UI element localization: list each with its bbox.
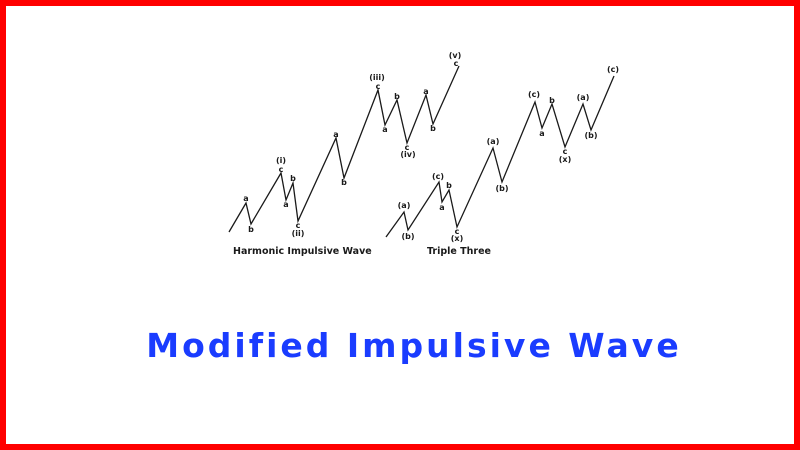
caption-harmonic-impulsive-wave: Harmonic Impulsive Wave <box>233 246 372 257</box>
wave-label: a <box>333 130 338 139</box>
wave-label: (b) <box>495 184 508 193</box>
wave-label: b <box>549 96 555 105</box>
wave-label: c <box>296 221 301 230</box>
wave-label: a <box>539 129 544 138</box>
caption-triple-three: Triple Three <box>427 246 491 257</box>
wave-label: (i) <box>276 156 286 165</box>
wave-label: c <box>455 227 460 236</box>
wave-label: c <box>279 165 284 174</box>
wave-label: (b) <box>584 131 597 140</box>
wave-label: c <box>376 82 381 91</box>
wave-label: (c) <box>607 65 619 74</box>
triple-three-line <box>385 75 615 238</box>
wave-label: c <box>454 59 459 68</box>
wave-label: b <box>430 124 436 133</box>
wave-label: (x) <box>451 234 463 243</box>
wave-label: c <box>405 143 410 152</box>
wave-label: (iv) <box>400 150 415 159</box>
wave-label: (x) <box>559 155 571 164</box>
wave-label: a <box>382 125 387 134</box>
wave-label: a <box>243 194 248 203</box>
wave-label: (a) <box>577 93 590 102</box>
wave-label: b <box>341 178 347 187</box>
triple-three-wave: (a) (b) (c) a b c (x) (a) (b) (c) a b c … <box>385 65 619 257</box>
harmonic-wave-line <box>228 65 460 233</box>
wave-label: (ii) <box>292 229 305 238</box>
wave-label: (c) <box>528 90 540 99</box>
harmonic-impulsive-wave: a b (i) c a b c (ii) a b (iii) c a b c (… <box>228 51 462 257</box>
wave-label: (v) <box>449 51 462 60</box>
wave-label: (a) <box>487 137 500 146</box>
wave-label: b <box>290 174 296 183</box>
wave-label: a <box>439 203 444 212</box>
wave-label: (iii) <box>369 73 385 82</box>
wave-label: b <box>248 225 254 234</box>
wave-label: b <box>394 92 400 101</box>
wave-label: (c) <box>432 172 444 181</box>
wave-label: a <box>283 200 288 209</box>
page-title: Modified Impulsive Wave <box>146 326 682 365</box>
wave-label: (a) <box>398 201 411 210</box>
wave-label: (b) <box>401 232 414 241</box>
wave-label: b <box>446 181 452 190</box>
wave-label: c <box>563 147 568 156</box>
wave-label: a <box>423 87 428 96</box>
